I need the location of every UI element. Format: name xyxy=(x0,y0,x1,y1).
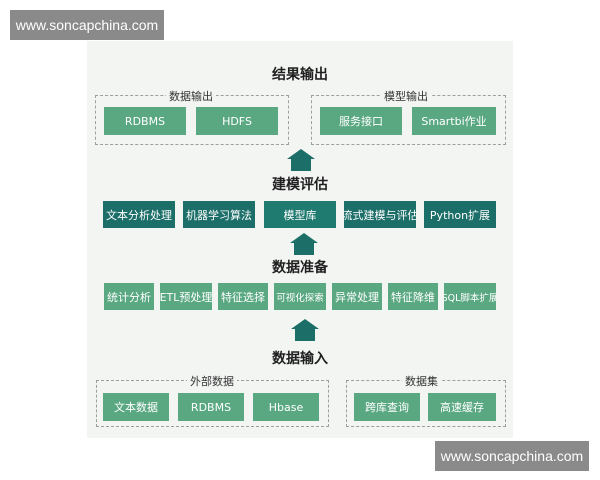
box-dim-reduction[interactable]: 特征降维 xyxy=(388,283,438,310)
box-visual-exploration[interactable]: 可视化探索 xyxy=(274,283,326,310)
box-hbase[interactable]: Hbase xyxy=(253,393,319,421)
box-service-interface[interactable]: 服务接口 xyxy=(320,107,402,135)
group-label-model-output: 模型输出 xyxy=(381,88,431,104)
box-input-rdbms[interactable]: RDBMS xyxy=(178,393,244,421)
box-sql-extension[interactable]: SQL脚本扩展 xyxy=(444,283,496,310)
box-smartbi-job[interactable]: Smartbi作业 xyxy=(412,107,496,135)
up-arrow-3 xyxy=(291,319,319,341)
box-feature-selection[interactable]: 特征选择 xyxy=(218,283,268,310)
box-ml-algorithms[interactable]: 机器学习算法 xyxy=(183,201,255,228)
title-modeling: 建模评估 xyxy=(272,177,328,193)
box-streaming-modeling[interactable]: 流式建模与评估 xyxy=(344,201,416,228)
box-etl[interactable]: ETL预处理 xyxy=(160,283,212,310)
watermark-bottom: www.soncapchina.com xyxy=(435,441,589,471)
box-cross-db-query[interactable]: 跨库查询 xyxy=(354,393,420,421)
box-text-analysis[interactable]: 文本分析处理 xyxy=(103,201,175,228)
box-text-data[interactable]: 文本数据 xyxy=(103,393,169,421)
up-arrow-2 xyxy=(290,233,318,255)
group-label-data-output: 数据输出 xyxy=(166,88,216,104)
title-input: 数据输入 xyxy=(272,351,328,367)
title-preparation: 数据准备 xyxy=(272,260,328,276)
box-output-hdfs[interactable]: HDFS xyxy=(196,107,278,135)
box-model-library[interactable]: 模型库 xyxy=(264,201,336,228)
watermark-top: www.soncapchina.com xyxy=(10,10,164,40)
box-statistics[interactable]: 统计分析 xyxy=(104,283,154,310)
box-anomaly-handling[interactable]: 异常处理 xyxy=(332,283,382,310)
box-python-extension[interactable]: Python扩展 xyxy=(424,201,496,228)
box-output-rdbms[interactable]: RDBMS xyxy=(104,107,186,135)
group-label-external-data: 外部数据 xyxy=(187,373,237,389)
box-high-speed-cache[interactable]: 高速缓存 xyxy=(428,393,496,421)
up-arrow-1 xyxy=(287,149,315,171)
group-label-dataset: 数据集 xyxy=(402,373,441,389)
title-output: 结果输出 xyxy=(272,67,328,83)
